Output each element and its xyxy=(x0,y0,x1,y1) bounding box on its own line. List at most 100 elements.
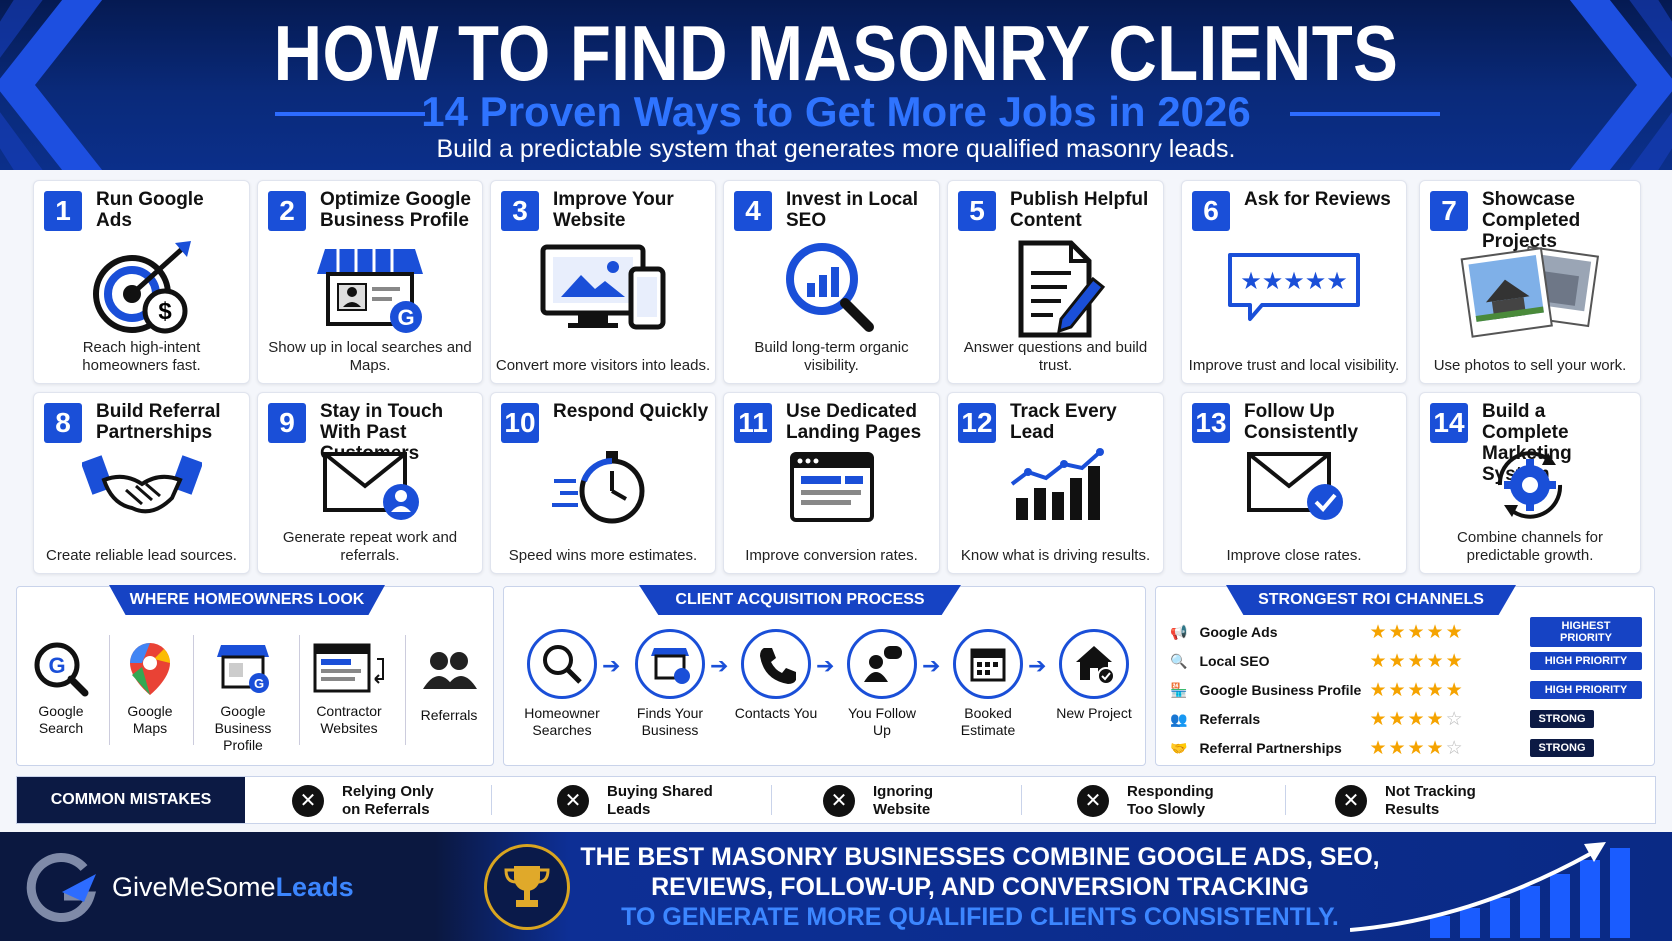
card-title: Use Dedicated Landing Pages xyxy=(786,401,922,443)
card-number: 2 xyxy=(268,191,306,231)
step-label: New Project xyxy=(1056,705,1132,721)
panel-heading: WHERE HOMEOWNERS LOOK xyxy=(109,585,385,615)
card-run-google-ads: 1 Run Google Ads $ Reach high-intent hom… xyxy=(33,180,250,384)
people-icon xyxy=(423,652,477,689)
where-referrals: Referrals xyxy=(409,639,489,724)
arrow-icon: ➔ xyxy=(816,653,835,678)
website-icon xyxy=(313,643,384,693)
step-label: Finds Your Business xyxy=(636,705,704,738)
card-number: 11 xyxy=(734,403,772,443)
card-number: 14 xyxy=(1430,403,1468,443)
card-description: Combine channels for predictable growth. xyxy=(1457,529,1603,564)
step-you-follow-up: You Follow Up xyxy=(838,629,926,739)
card-number: 7 xyxy=(1430,191,1468,231)
card-respond-quickly: 10 Respond Quickly Speed wins more estim… xyxy=(490,392,716,574)
card-number: 10 xyxy=(501,403,539,443)
page-subtitle: 14 Proven Ways to Get More Jobs in 2026 xyxy=(421,88,1251,135)
stopwatch-icon xyxy=(491,445,715,525)
card-description: Create reliable lead sources. xyxy=(46,547,237,564)
subtitle-rule-right xyxy=(1290,112,1440,116)
svg-text:G: G xyxy=(254,676,264,691)
gear-cycle-icon xyxy=(1420,445,1640,525)
card-title: Improve Your Website xyxy=(553,189,674,231)
page-tagline: Build a predictable system that generate… xyxy=(436,135,1236,163)
card-number: 5 xyxy=(958,191,996,231)
priority-badge: HIGH PRIORITY xyxy=(1530,681,1642,699)
mistake-item: ✕ Responding Too Slowly xyxy=(1077,781,1237,821)
svg-text:G: G xyxy=(397,305,414,330)
card-title: Showcase Completed Projects xyxy=(1482,189,1581,252)
priority-badge: STRONG xyxy=(1530,710,1594,728)
card-title: Build Referral Partnerships xyxy=(96,401,221,443)
target-dollar-icon: $ xyxy=(34,239,249,339)
mistake-text: Responding Too Slowly xyxy=(1127,783,1214,818)
mistake-item: ✕ Buying Shared Leads xyxy=(557,781,717,821)
mistake-item: ✕ Not Tracking Results xyxy=(1335,781,1495,821)
divider xyxy=(109,635,110,745)
brand-name-accent: Leads xyxy=(275,872,354,902)
strongest-roi-channels-panel: STRONGEST ROI CHANNELS 📢 Google Ads ★★★★… xyxy=(1155,585,1655,766)
step-label: You Follow Up xyxy=(848,705,916,738)
step-booked-estimate: Booked Estimate xyxy=(944,629,1032,739)
close-icon: ✕ xyxy=(823,785,855,817)
card-title: Run Google Ads xyxy=(96,189,204,231)
card-title: Optimize Google Business Profile xyxy=(320,189,471,231)
card-title: Invest in Local SEO xyxy=(786,189,918,231)
card-description: Improve conversion rates. xyxy=(745,547,918,564)
step-label: Homeowner Searches xyxy=(524,705,600,738)
roi-row: 👥 Referrals ★★★★☆ STRONG xyxy=(1170,706,1642,732)
divider xyxy=(193,635,194,745)
review-stars-icon: ★★★★★ xyxy=(1182,239,1406,339)
arrow-icon: ➔ xyxy=(602,653,621,678)
footer-message: THE BEST MASONRY BUSINESSES COMBINE GOOG… xyxy=(560,842,1400,932)
where-label: Referrals xyxy=(420,707,478,723)
divider xyxy=(405,635,406,745)
where-google-maps: Google Maps xyxy=(113,639,187,737)
arrow-icon: ➔ xyxy=(922,653,941,678)
star-rating: ★★★★☆ xyxy=(1369,708,1465,730)
star-rating: ★★★★★ xyxy=(1369,621,1465,643)
card-title: Ask for Reviews xyxy=(1244,189,1391,210)
roi-row: 🔍 Local SEO ★★★★★ HIGH PRIORITY xyxy=(1170,648,1642,674)
roi-row: 📢 Google Ads ★★★★★ HIGHEST PRIORITY xyxy=(1170,617,1642,647)
card-description: Answer questions and build trust. xyxy=(963,339,1148,374)
subtitle-rule-left xyxy=(275,112,425,116)
common-mistakes-label: COMMON MISTAKES xyxy=(17,777,245,823)
growth-bars-icon xyxy=(1350,842,1630,938)
close-icon: ✕ xyxy=(1077,785,1109,817)
people-icon: 👥 xyxy=(1170,710,1188,727)
close-icon: ✕ xyxy=(1335,785,1367,817)
storefront-icon: G xyxy=(217,645,269,693)
mistake-text: Ignoring Website xyxy=(873,783,933,818)
card-description: Generate repeat work and referrals. xyxy=(282,529,458,564)
divider xyxy=(1021,785,1022,815)
roi-name: Referrals xyxy=(1199,711,1261,727)
where-google-search: G Google Search xyxy=(29,639,93,737)
step-label: Contacts You xyxy=(734,705,818,721)
card-title: Publish Helpful Content xyxy=(1010,189,1149,231)
panel-heading: CLIENT ACQUISITION PROCESS xyxy=(639,585,961,615)
footer-banner: GiveMeSomeLeads THE BEST MASONRY BUSINES… xyxy=(0,832,1672,941)
mistake-text: Buying Shared Leads xyxy=(607,783,713,818)
svg-text:$: $ xyxy=(158,298,172,325)
step-homeowner-searches: Homeowner Searches xyxy=(518,629,606,739)
client-acquisition-process-panel: CLIENT ACQUISITION PROCESS Homeowner Sea… xyxy=(503,585,1146,766)
megaphone-icon: 📢 xyxy=(1170,623,1188,640)
card-number: 12 xyxy=(958,403,996,443)
handshake-icon xyxy=(34,445,249,525)
card-description: Speed wins more estimates. xyxy=(508,547,698,564)
photos-icon xyxy=(1420,239,1640,339)
brand-name-part: GiveMeSome xyxy=(112,872,276,902)
roi-row: 🏪 Google Business Profile ★★★★★ HIGH PRI… xyxy=(1170,677,1642,703)
card-marketing-system: 14 Build a Complete Marketing System Com… xyxy=(1419,392,1641,574)
panel-heading: STRONGEST ROI CHANNELS xyxy=(1226,585,1516,615)
footer-line: REVIEWS, FOLLOW-UP, AND CONVERSION TRACK… xyxy=(651,873,1309,901)
card-number: 13 xyxy=(1192,403,1230,443)
header-banner: HOW TO FIND MASONRY CLIENTS 14 Proven Wa… xyxy=(0,0,1672,170)
where-label: Contractor Websites xyxy=(316,703,382,736)
envelope-check-icon xyxy=(1182,445,1406,525)
trophy-icon xyxy=(484,844,570,930)
card-description: Show up in local searches and Maps. xyxy=(268,339,472,374)
card-helpful-content: 5 Publish Helpful Content Answer questio… xyxy=(947,180,1164,384)
arrow-icon: ➔ xyxy=(710,653,729,678)
